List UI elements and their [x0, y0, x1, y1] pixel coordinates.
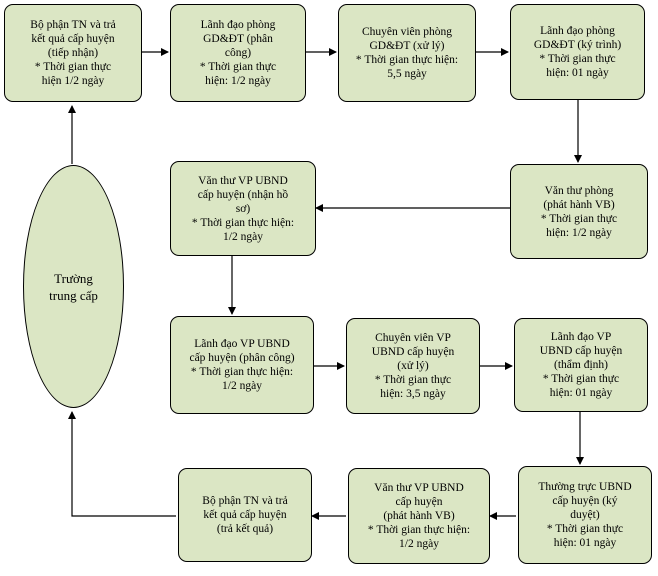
step-van-thu-phong-phat-hanh: Văn thư phòng (phát hành VB) * Thời gian…	[510, 164, 648, 259]
step-lanh-dao-vp-phan-cong: Lãnh đạo VP UBND cấp huyện (phân công) *…	[170, 316, 314, 414]
step-van-thu-ubnd-nhan-ho-so: Văn thư VP UBND cấp huyện (nhận hồ sơ) *…	[170, 161, 316, 256]
step-lanh-dao-vp-tham-dinh: Lãnh đạo VP UBND cấp huyện (thẩm định) *…	[514, 318, 648, 412]
step-chuyen-vien-phong-xu-ly: Chuyên viên phòng GD&ĐT (xử lý) * Thời g…	[338, 4, 476, 102]
step-text: Bộ phận TN và trả kết quả cấp huyện (tiế…	[30, 19, 116, 87]
step-text: Văn thư phòng (phát hành VB) * Thời gian…	[540, 184, 618, 239]
step-text: Văn thư VP UBND cấp huyện (phát hành VB)…	[367, 482, 471, 550]
step-tiep-nhan: Bộ phận TN và trả kết quả cấp huyện (tiế…	[4, 4, 142, 102]
step-lanh-dao-phong-ky-trinh: Lãnh đạo phòng GD&ĐT (ký trình) * Thời g…	[510, 4, 645, 100]
step-lanh-dao-phong-phan-cong: Lãnh đạo phòng GD&ĐT (phân công) * Thời …	[170, 4, 306, 102]
step-chuyen-vien-vp-xu-ly: Chuyên viên VP UBND cấp huyện (xử lý) * …	[346, 318, 480, 414]
step-thuong-truc-ky-duyet: Thường trực UBND cấp huyện (ký duyệt) * …	[518, 466, 652, 564]
step-text: Lãnh đạo VP UBND cấp huyện (phân công) *…	[189, 338, 295, 392]
oval-label: Trường trung cấp	[49, 270, 98, 303]
truong-trung-cap-node: Trường trung cấp	[23, 165, 124, 408]
arrow-trakq-to-truong	[68, 411, 176, 517]
step-tra-ket-qua: Bộ phận TN và trả kết quả cấp huyện (trả…	[178, 468, 312, 562]
step-text: Chuyên viên phòng GD&ĐT (xử lý) * Thời g…	[355, 26, 459, 80]
step-text: Thường trực UBND cấp huyện (ký duyệt) * …	[538, 481, 632, 549]
step-text: Văn thư VP UBND cấp huyện (nhận hồ sơ) *…	[191, 174, 295, 243]
step-text: Lãnh đạo phòng GD&ĐT (ký trình) * Thời g…	[533, 25, 622, 79]
step-text: Lãnh đạo VP UBND cấp huyện (thẩm định) *…	[539, 331, 623, 399]
step-text: Chuyên viên VP UBND cấp huyện (xử lý) * …	[371, 332, 455, 400]
step-text: Lãnh đạo phòng GD&ĐT (phân công) * Thời …	[199, 19, 277, 87]
step-van-thu-ubnd-phat-hanh: Văn thư VP UBND cấp huyện (phát hành VB)…	[348, 468, 490, 564]
step-text: Bộ phận TN và trả kết quả cấp huyện (trả…	[202, 495, 288, 535]
